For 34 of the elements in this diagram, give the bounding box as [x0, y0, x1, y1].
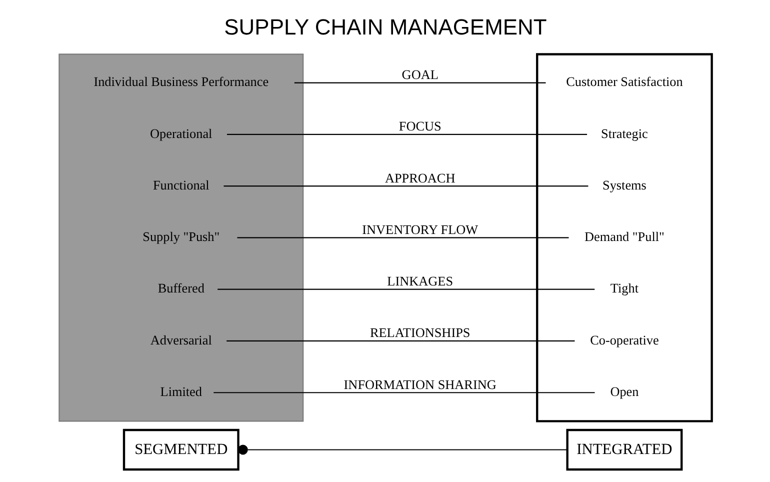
edge-label: APPROACH [384, 170, 455, 186]
node-text: Co-operative [590, 332, 658, 348]
node-text: Buffered [157, 280, 204, 296]
edge-label: INVENTORY FLOW [362, 222, 478, 237]
connector [213, 392, 594, 394]
node-text: Functional [152, 177, 209, 192]
edge-label: FOCUS [398, 118, 441, 134]
node-text: Systems [602, 177, 646, 192]
node-text: Supply "Push" [142, 229, 220, 244]
node-box: INTEGRATED [566, 428, 682, 471]
node-text: Strategic [600, 126, 648, 141]
node-text: Customer Satisfaction [566, 74, 682, 90]
node-text: Tight [610, 280, 638, 296]
node-box: SEGMENTED [122, 428, 239, 471]
connector [294, 82, 546, 84]
connector [223, 186, 588, 187]
node-text: Individual Business Performance [93, 74, 268, 90]
node-text: Operational [150, 126, 212, 141]
diagram-title: SUPPLY CHAIN MANAGEMENT [224, 14, 546, 40]
node-text: Adversarial [150, 332, 212, 348]
edge-label: RELATIONSHIPS [369, 325, 470, 340]
node-text: Limited [160, 384, 202, 400]
cluster [58, 54, 304, 422]
connector [236, 237, 568, 238]
node-text: Open [610, 384, 638, 400]
connector [226, 134, 587, 135]
edge-label: LINKAGES [386, 274, 453, 289]
edge-label: GOAL [401, 67, 438, 82]
connector [217, 288, 594, 290]
connector [238, 444, 567, 455]
edge-label: INFORMATION SHARING [343, 376, 496, 392]
connector [226, 340, 574, 342]
node-text: Demand "Pull" [584, 229, 664, 244]
cluster [536, 53, 712, 422]
